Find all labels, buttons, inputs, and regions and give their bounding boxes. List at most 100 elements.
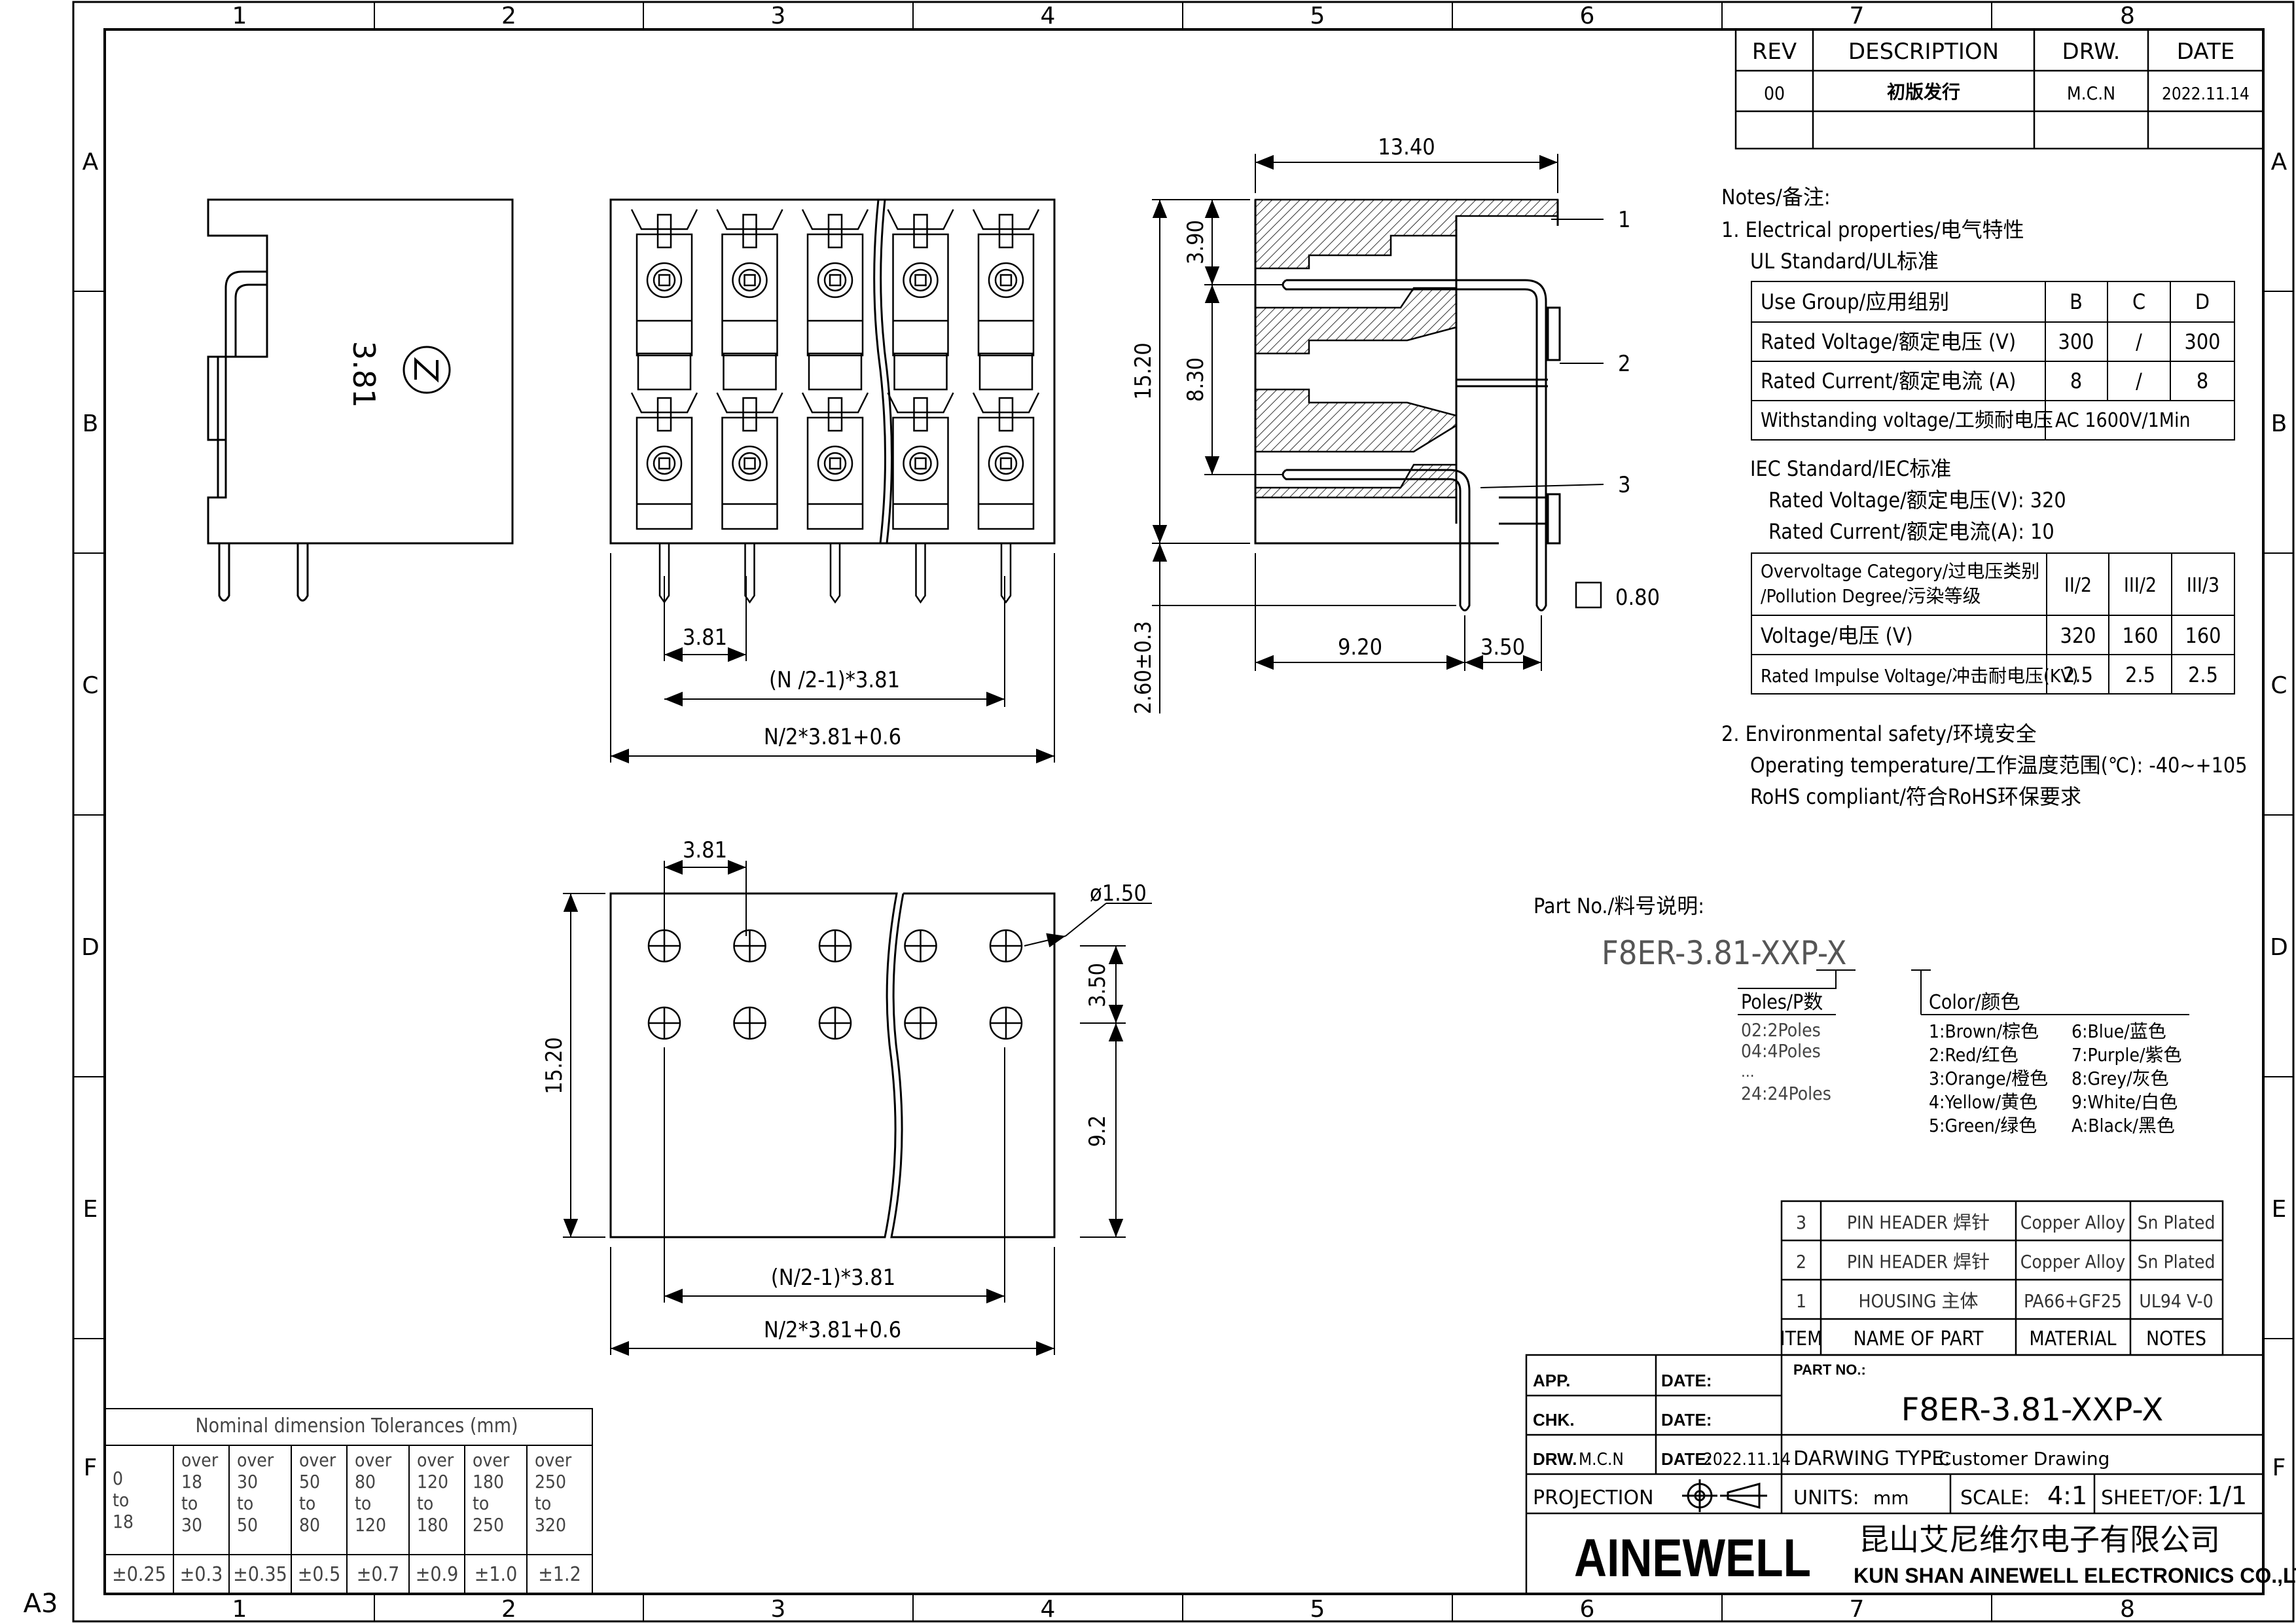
description-value: 初版发行 [1887, 81, 1960, 103]
zone-row-A-right: A [2271, 149, 2287, 175]
front-pitch-dim: 3.81 [683, 624, 727, 651]
projection-symbol-icon [1682, 1479, 1767, 1512]
title-block: APP. DATE: CHK. DATE: DRW. M.C.N DATE: 2… [1525, 1354, 2296, 1595]
chk-date-label: DATE: [1661, 1410, 1712, 1430]
poles-label: Poles/P数 [1741, 991, 1823, 1014]
zone-column-7-bottom: 7 [1850, 1596, 1865, 1623]
tolerance-range: 18 [113, 1511, 134, 1532]
pcb-hole [904, 929, 937, 963]
front-terminal [801, 209, 869, 530]
chk-label: CHK. [1533, 1410, 1575, 1430]
rev-value: 00 [1764, 82, 1785, 104]
bom-cell: UL94 V-0 [2139, 1290, 2213, 1312]
units-value: mm [1873, 1487, 1909, 1509]
color-option: 9:White/白色 [2072, 1091, 2178, 1113]
tolerance-range: 180 [417, 1514, 448, 1536]
pcb-pitch-dim: 3.81 [683, 837, 727, 863]
bom-cell: 1 [1796, 1290, 1806, 1312]
notes-section: Notes/备注: 1. Electrical properties/电气特性 … [1721, 185, 2248, 809]
sheet-value: 1/1 [2207, 1481, 2247, 1510]
color-option: 1:Brown/棕色 [1929, 1020, 2039, 1042]
pcb-hole [818, 1006, 852, 1040]
side-marking: 3.81 [346, 341, 382, 408]
poles-option-2: ... [1741, 1062, 1755, 1081]
iec-impulse-3: 2.5 [2188, 662, 2218, 687]
ul-use-group: Use Group/应用组别 [1761, 289, 1949, 314]
section-width-dim: 13.40 [1378, 134, 1435, 160]
pcb-edge-dim: 9.2 [1085, 1115, 1111, 1147]
tolerance-range: 18 [181, 1471, 202, 1492]
tolerance-range: over [181, 1449, 219, 1471]
ul-col-c: C [2132, 289, 2145, 314]
ul-col-b: B [2070, 289, 2083, 314]
tolerance-value: ±1.2 [538, 1563, 581, 1586]
section-height-dim: 15.20 [1130, 342, 1157, 400]
zone-row-D-right: D [2270, 934, 2288, 961]
front-pin [1000, 543, 1012, 604]
front-terminal [716, 209, 783, 530]
ul-withstand-value: AC 1600V/1Min [2055, 409, 2191, 432]
pcb-total-dim: N/2*3.81+0.6 [764, 1317, 901, 1343]
iec-impulse-2: 2.5 [2125, 662, 2155, 687]
zone-column-1-bottom: 1 [232, 1596, 247, 1623]
part-number-code: F8ER-3.81-XXP-X [1602, 934, 1846, 972]
zone-row-D-left: D [81, 934, 99, 961]
company-name-en: KUN SHAN AINEWELL ELECTRONICS CO.,LTD [1854, 1564, 2296, 1587]
rev-header: REV [1752, 39, 1797, 65]
drw-header: DRW. [2062, 39, 2121, 65]
projection-label: PROJECTION [1533, 1487, 1654, 1509]
date-header: DATE [2177, 39, 2234, 65]
drawing-type-value: Customer Drawing [1939, 1448, 2109, 1470]
poles-option-0: 02:2Poles [1741, 1019, 1821, 1041]
zone-row-C-right: C [2270, 672, 2287, 699]
zone-column-8-top: 8 [2120, 3, 2135, 29]
pcb-hole [733, 1006, 766, 1040]
notes-operating-temp: Operating temperature/工作温度范围(℃): -40~+10… [1750, 753, 2248, 778]
iec-header-line1: Overvoltage Category/过电压类别 [1761, 560, 2039, 582]
zone-row-F-left: F [84, 1454, 98, 1481]
zone-column-2-top: 2 [501, 3, 516, 29]
tolerance-table: 0to18±0.25over18to30±0.3over30to50±0.35o… [104, 1408, 593, 1595]
tolerance-range: to [535, 1492, 551, 1514]
zone-column-7-top: 7 [1850, 3, 1865, 29]
ul-current-label: Rated Current/额定电流 (A) [1761, 369, 2016, 393]
tolerance-range: to [355, 1492, 371, 1514]
bom-cell: PA66+GF25 [2024, 1290, 2122, 1312]
zone-column-5-bottom: 5 [1310, 1596, 1325, 1623]
part-no-label: PART NO.: [1793, 1362, 1866, 1378]
revision-table: REV DESCRIPTION DRW. DATE 00 初版发行 M.C.N … [1734, 28, 2265, 150]
tolerance-title: Nominal dimension Tolerances (mm) [195, 1415, 518, 1437]
scale-value: 4:1 [2047, 1481, 2087, 1510]
tolerance-range: to [113, 1489, 129, 1511]
tolerance-range: to [473, 1492, 489, 1514]
pcb-hole-dim: ø1.50 [1090, 880, 1147, 907]
notes-iec-voltage: Rated Voltage/额定电压(V): 320 [1768, 488, 2066, 513]
tolerance-range: over [417, 1449, 454, 1471]
notes-iec-current: Rated Current/额定电流(A): 10 [1768, 519, 2054, 544]
pcb-hole [647, 1006, 681, 1040]
side-view [207, 198, 514, 602]
tolerance-range: over [237, 1449, 274, 1471]
units-label: UNITS: [1793, 1487, 1859, 1509]
tolerance-range: 30 [181, 1514, 202, 1536]
section-top-dim: 3.90 [1183, 220, 1209, 264]
zone-column-4-bottom: 4 [1041, 1596, 1056, 1623]
zone-row-E-left: E [83, 1196, 98, 1223]
pcb-hole [989, 1006, 1023, 1040]
drw-value: M.C.N [2067, 82, 2115, 104]
bom-cell: HOUSING 主体 [1859, 1290, 1979, 1312]
tolerance-range: over [299, 1449, 336, 1471]
notes-ul-label: UL Standard/UL标准 [1750, 249, 1939, 274]
section-view: 1 2 3 13.40 3.90 8.30 15.20 2.6 [1130, 134, 1660, 714]
iec-voltage-2: 160 [2123, 623, 2159, 648]
bom-cell: 3 [1796, 1212, 1806, 1233]
part-no-value: F8ER-3.81-XXP-X [1901, 1392, 2163, 1428]
zone-column-4-top: 4 [1041, 3, 1056, 29]
notes-heading: Notes/备注: [1721, 185, 1831, 209]
tolerance-range: over [473, 1449, 510, 1471]
bom-cell: PIN HEADER 焊针 [1847, 1212, 1990, 1233]
section-pitch-dim: 8.30 [1183, 357, 1209, 402]
pcb-hole [989, 929, 1023, 963]
callout-2: 2 [1618, 351, 1630, 377]
color-option: 7:Purple/紫色 [2072, 1044, 2182, 1066]
